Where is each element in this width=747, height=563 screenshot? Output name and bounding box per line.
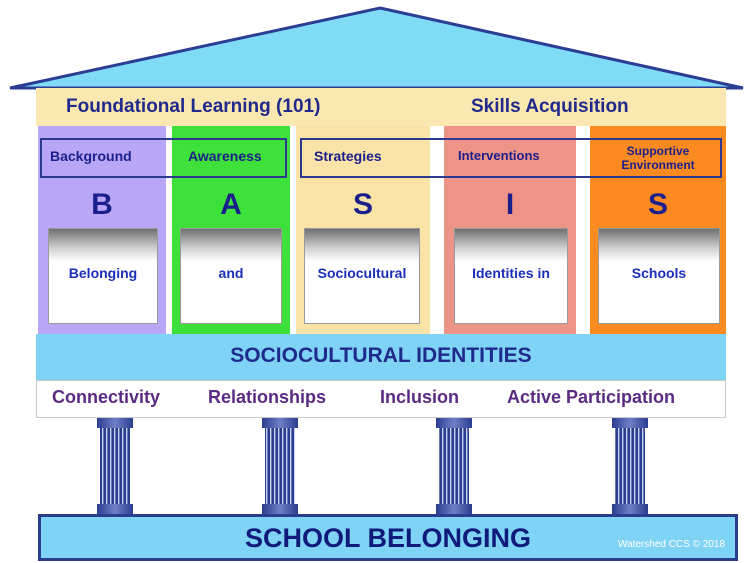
foundational-group-outline <box>40 138 287 178</box>
column-background: Background B Belonging <box>38 126 166 334</box>
pillar-label-active-participation: Active Participation <box>507 387 676 407</box>
column-label: Interventions <box>458 148 540 163</box>
header-strip: Foundational Learning (101) Skills Acqui… <box>36 88 726 126</box>
pillar-column-3 <box>436 418 472 514</box>
pillar-column-4 <box>612 418 648 514</box>
pillar-label-connectivity: Connectivity <box>52 387 161 407</box>
column-interventions: Interventions I Identities in <box>444 126 576 334</box>
column-label: Supportive Environment <box>590 144 726 172</box>
column-awareness: Awareness A and <box>172 126 290 334</box>
foundational-learning-title: Foundational Learning (101) <box>66 96 321 117</box>
column-label-line1: Supportive <box>626 144 690 158</box>
skills-group-outline <box>300 138 722 178</box>
pillars-graphic <box>97 418 648 514</box>
school-belonging-foundation: SCHOOL BELONGING Watershed CCS © 2018 <box>38 514 738 561</box>
copyright-credit: Watershed CCS © 2018 <box>617 539 725 550</box>
column-letter: S <box>352 188 373 221</box>
column-card: Belonging <box>48 228 158 324</box>
column-label: Background <box>50 148 132 164</box>
column-supportive-environment: Supportive Environment S Schools <box>590 126 726 334</box>
column-letter: S <box>647 188 668 221</box>
column-card: Schools <box>598 228 720 324</box>
card-text: and <box>218 265 244 281</box>
card-text: Schools <box>631 265 687 281</box>
column-letter: I <box>505 188 515 221</box>
sociocultural-identities-banner: SOCIOCULTURAL IDENTITIES <box>36 334 726 380</box>
card-text: Sociocultural <box>317 265 407 281</box>
card-text: Belonging <box>68 265 138 281</box>
banner-text: SOCIOCULTURAL IDENTITIES <box>230 344 532 367</box>
pillar-label-inclusion: Inclusion <box>380 387 460 407</box>
column-strategies: Strategies S Sociocultural <box>296 126 430 334</box>
pillar-label-relationships: Relationships <box>208 387 327 407</box>
column-label: Strategies <box>314 148 382 164</box>
pillar-column-2 <box>262 418 298 514</box>
card-text: Identities in <box>472 265 550 281</box>
column-card: Identities in <box>454 228 568 324</box>
column-card: Sociocultural <box>304 228 420 324</box>
column-label: Awareness <box>188 148 262 164</box>
column-label-line2: Environment <box>621 158 695 172</box>
column-letter: B <box>91 188 113 221</box>
roof <box>9 6 744 90</box>
roof-triangle <box>9 6 744 90</box>
pillar-labels-row: Connectivity Relationships Inclusion Act… <box>36 380 726 418</box>
skills-acquisition-title: Skills Acquisition <box>471 96 629 117</box>
column-letter: A <box>220 188 242 221</box>
pillar-column-1 <box>97 418 133 514</box>
foundation-text: SCHOOL BELONGING <box>244 523 532 553</box>
column-card: and <box>180 228 282 324</box>
